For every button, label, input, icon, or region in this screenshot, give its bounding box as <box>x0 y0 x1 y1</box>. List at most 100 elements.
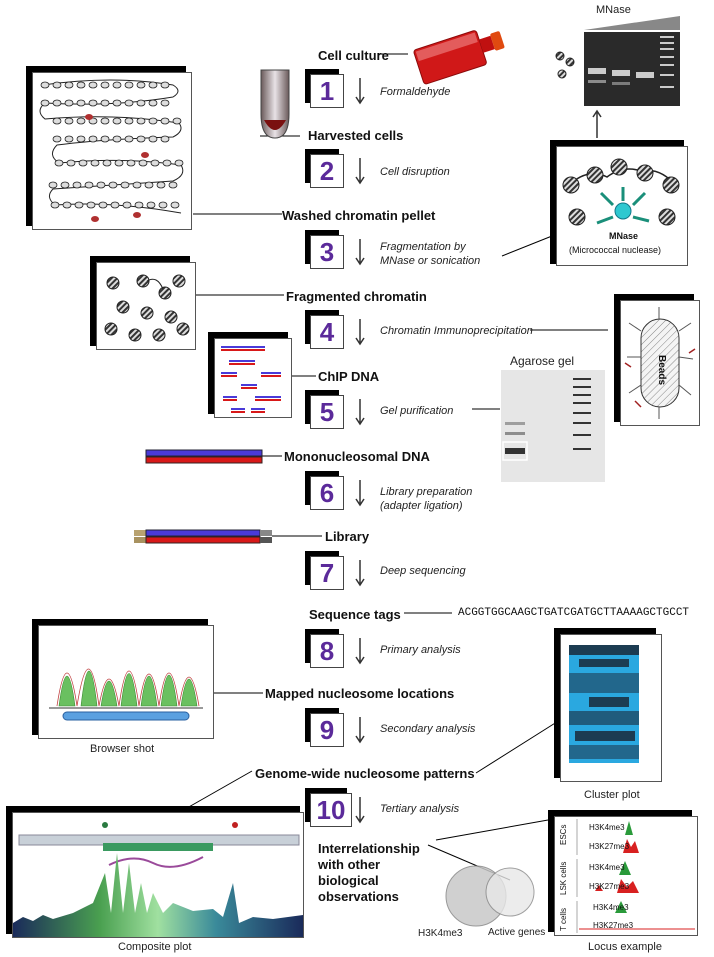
track-label-3: H3K4me3 <box>589 863 625 872</box>
nucleosome-mark <box>172 117 182 125</box>
step-number-7: 7 <box>305 551 344 590</box>
nucleosome-mark <box>170 201 180 209</box>
arrow-down-icon <box>355 717 365 744</box>
nucleosome-mark <box>88 99 98 107</box>
track-label-4: H3K27me3 <box>589 882 630 891</box>
agarose-gel-title: Agarose gel <box>510 354 575 368</box>
nucleosome-mark <box>100 99 110 107</box>
nucleosome-mark <box>160 117 170 125</box>
track-label-2: H3K27me3 <box>589 842 630 851</box>
nucleosome-mark <box>86 201 96 209</box>
nucleosome-mark <box>148 81 158 89</box>
mnase-cutting-illustration <box>562 158 680 226</box>
step-number-1: 1 <box>305 69 344 108</box>
nucleosome-fragments-illustration <box>104 274 190 342</box>
nucleosome-mark <box>122 201 132 209</box>
venn-label-right: Active genes <box>488 927 546 938</box>
arrow-down-icon <box>355 239 365 266</box>
nucleosome-mark <box>52 135 62 143</box>
nucleosome-mark <box>136 117 146 125</box>
process-secondary-analysis: Secondary analysis <box>380 723 476 735</box>
nucleosome-mark <box>90 159 100 167</box>
nucleosome-mark <box>162 159 172 167</box>
process-chip: Chromatin Immunoprecipitation <box>380 325 533 337</box>
mnase-sub-label: (Micrococcal nuclease) <box>569 245 662 255</box>
step-sequence-tags: Sequence tags <box>309 607 401 622</box>
step-fragmented-chromatin: Fragmented chromatin <box>286 289 427 304</box>
sequence-tag-text: ACGGTGGCAAGCTGATCGATGCTTAAAAGCTGCCT <box>458 607 690 619</box>
nucleosome-mark <box>112 135 122 143</box>
venn-diagram <box>445 865 535 927</box>
nucleosome-mark <box>64 117 74 125</box>
centrifuge-tube-icon <box>260 69 290 139</box>
mnase-label: MNase <box>609 231 639 241</box>
nucleosome-mark <box>126 159 136 167</box>
library-dna-illustration <box>134 529 272 544</box>
mnase-gradient-wedge <box>584 16 680 30</box>
nucleosome-mark <box>134 201 144 209</box>
nucleosome-mark <box>72 181 82 189</box>
nucleosome-mark <box>112 81 122 89</box>
mononucleosomal-dna-illustration <box>145 449 263 464</box>
nucleosome-mark <box>100 135 110 143</box>
mnase-gel-image <box>584 32 680 106</box>
nucleosome-mark <box>76 99 86 107</box>
step-number-6: 6 <box>305 471 344 510</box>
nucleosome-mark <box>110 201 120 209</box>
browser-peaks-illustration <box>49 668 203 721</box>
nucleosome-mark <box>148 117 158 125</box>
nucleosome-ladder-icon <box>555 51 575 79</box>
nucleosome-mark <box>52 99 62 107</box>
arrow-down-icon <box>355 399 365 426</box>
nucleosome-mark <box>88 135 98 143</box>
nucleosome-mark <box>66 159 76 167</box>
step-number-5: 5 <box>305 390 344 429</box>
track-label-5: H3K4me3 <box>593 903 629 912</box>
beads-illustration <box>624 307 696 419</box>
step-number-3: 3 <box>305 230 344 269</box>
nucleosome-mark <box>50 201 60 209</box>
nucleosome-mark <box>124 81 134 89</box>
caption-browser-shot: Browser shot <box>90 743 155 755</box>
arrow-down-icon <box>355 78 365 105</box>
venn-label-left: H3K4me3 <box>418 928 463 939</box>
nucleosome-mark <box>114 159 124 167</box>
group-label-lsk: LSK cells <box>559 861 568 895</box>
nucleosome-mark <box>174 159 184 167</box>
nucleosome-mark <box>74 201 84 209</box>
step-number-8: 8 <box>305 629 344 668</box>
agarose-gel-image <box>501 370 605 482</box>
nucleosome-mark <box>112 117 122 125</box>
group-label-escs: ESCs <box>559 824 568 845</box>
chromatin-fiber-illustration <box>39 79 184 222</box>
cluster-heatmap <box>569 645 639 763</box>
step-genome-wide: Genome-wide nucleosome patterns <box>255 766 475 781</box>
nucleosome-mark <box>160 99 170 107</box>
nucleosome-mark <box>40 99 50 107</box>
group-label-tcells: T cells <box>559 908 568 931</box>
nucleosome-mark <box>102 159 112 167</box>
track-label-6: H3K27me3 <box>593 921 634 930</box>
nucleosome-mark <box>148 99 158 107</box>
nucleosome-mark <box>120 181 130 189</box>
nucleosome-mark <box>76 117 86 125</box>
nucleosome-mark <box>124 117 134 125</box>
arrow-down-icon <box>355 560 365 587</box>
process-formaldehyde: Formaldehyde <box>380 86 451 98</box>
step-number-4: 4 <box>305 310 344 349</box>
nucleosome-mark <box>148 135 158 143</box>
nucleosome-mark <box>48 181 58 189</box>
nucleosome-mark <box>52 81 62 89</box>
nucleosome-mark <box>112 99 122 107</box>
step-chip-dna: ChIP DNA <box>318 369 380 384</box>
arrow-down-icon <box>355 158 365 185</box>
nucleosome-mark <box>136 135 146 143</box>
nucleosome-mark <box>76 81 86 89</box>
nucleosome-mark <box>98 201 108 209</box>
nucleosome-mark <box>78 159 88 167</box>
nucleosome-mark <box>100 81 110 89</box>
process-deep-sequencing: Deep sequencing <box>380 565 466 577</box>
process-primary-analysis: Primary analysis <box>380 644 461 656</box>
nucleosome-mark <box>100 117 110 125</box>
